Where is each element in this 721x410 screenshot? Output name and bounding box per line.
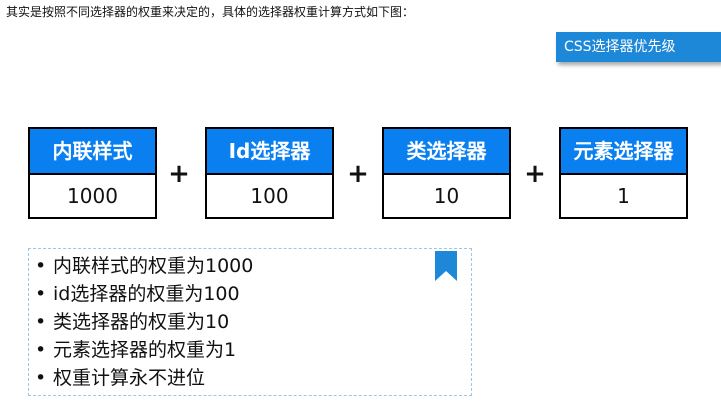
weight-box-inline-style: 内联样式 1000: [28, 127, 157, 219]
weight-box-value: 1000: [67, 184, 118, 208]
weight-box-label: 元素选择器: [561, 129, 686, 175]
weight-box-value: 10: [433, 184, 460, 208]
plus-sign: +: [524, 159, 546, 189]
weight-box-element-selector: 元素选择器 1: [559, 127, 688, 219]
weight-box-value: 1: [617, 184, 630, 208]
intro-text: 其实是按照不同选择器的权重来决定的，具体的选择器权重计算方式如下图：: [6, 5, 415, 19]
plus-sign: +: [168, 159, 190, 189]
weight-notes-panel: 内联样式的权重为1000 id选择器的权重为100 类选择器的权重为10 元素选…: [28, 248, 472, 396]
weight-box-label: 类选择器: [384, 129, 509, 175]
weight-box-value: 100: [250, 184, 289, 208]
list-item: 元素选择器的权重为1: [35, 336, 471, 364]
list-item: 权重计算永不进位: [35, 364, 471, 392]
weight-box-id-selector: Id选择器 100: [205, 127, 334, 219]
title-tag: CSS选择器优先级: [556, 32, 721, 62]
plus-sign: +: [347, 159, 369, 189]
list-item: 类选择器的权重为10: [35, 308, 471, 336]
weight-box-class-selector: 类选择器 10: [382, 127, 511, 219]
list-item: 内联样式的权重为1000: [35, 252, 471, 280]
weight-notes-list: 内联样式的权重为1000 id选择器的权重为100 类选择器的权重为10 元素选…: [35, 252, 471, 392]
bookmark-icon: [435, 251, 457, 281]
weight-box-label: 内联样式: [30, 129, 155, 175]
weight-box-label: Id选择器: [207, 129, 332, 175]
list-item: id选择器的权重为100: [35, 280, 471, 308]
